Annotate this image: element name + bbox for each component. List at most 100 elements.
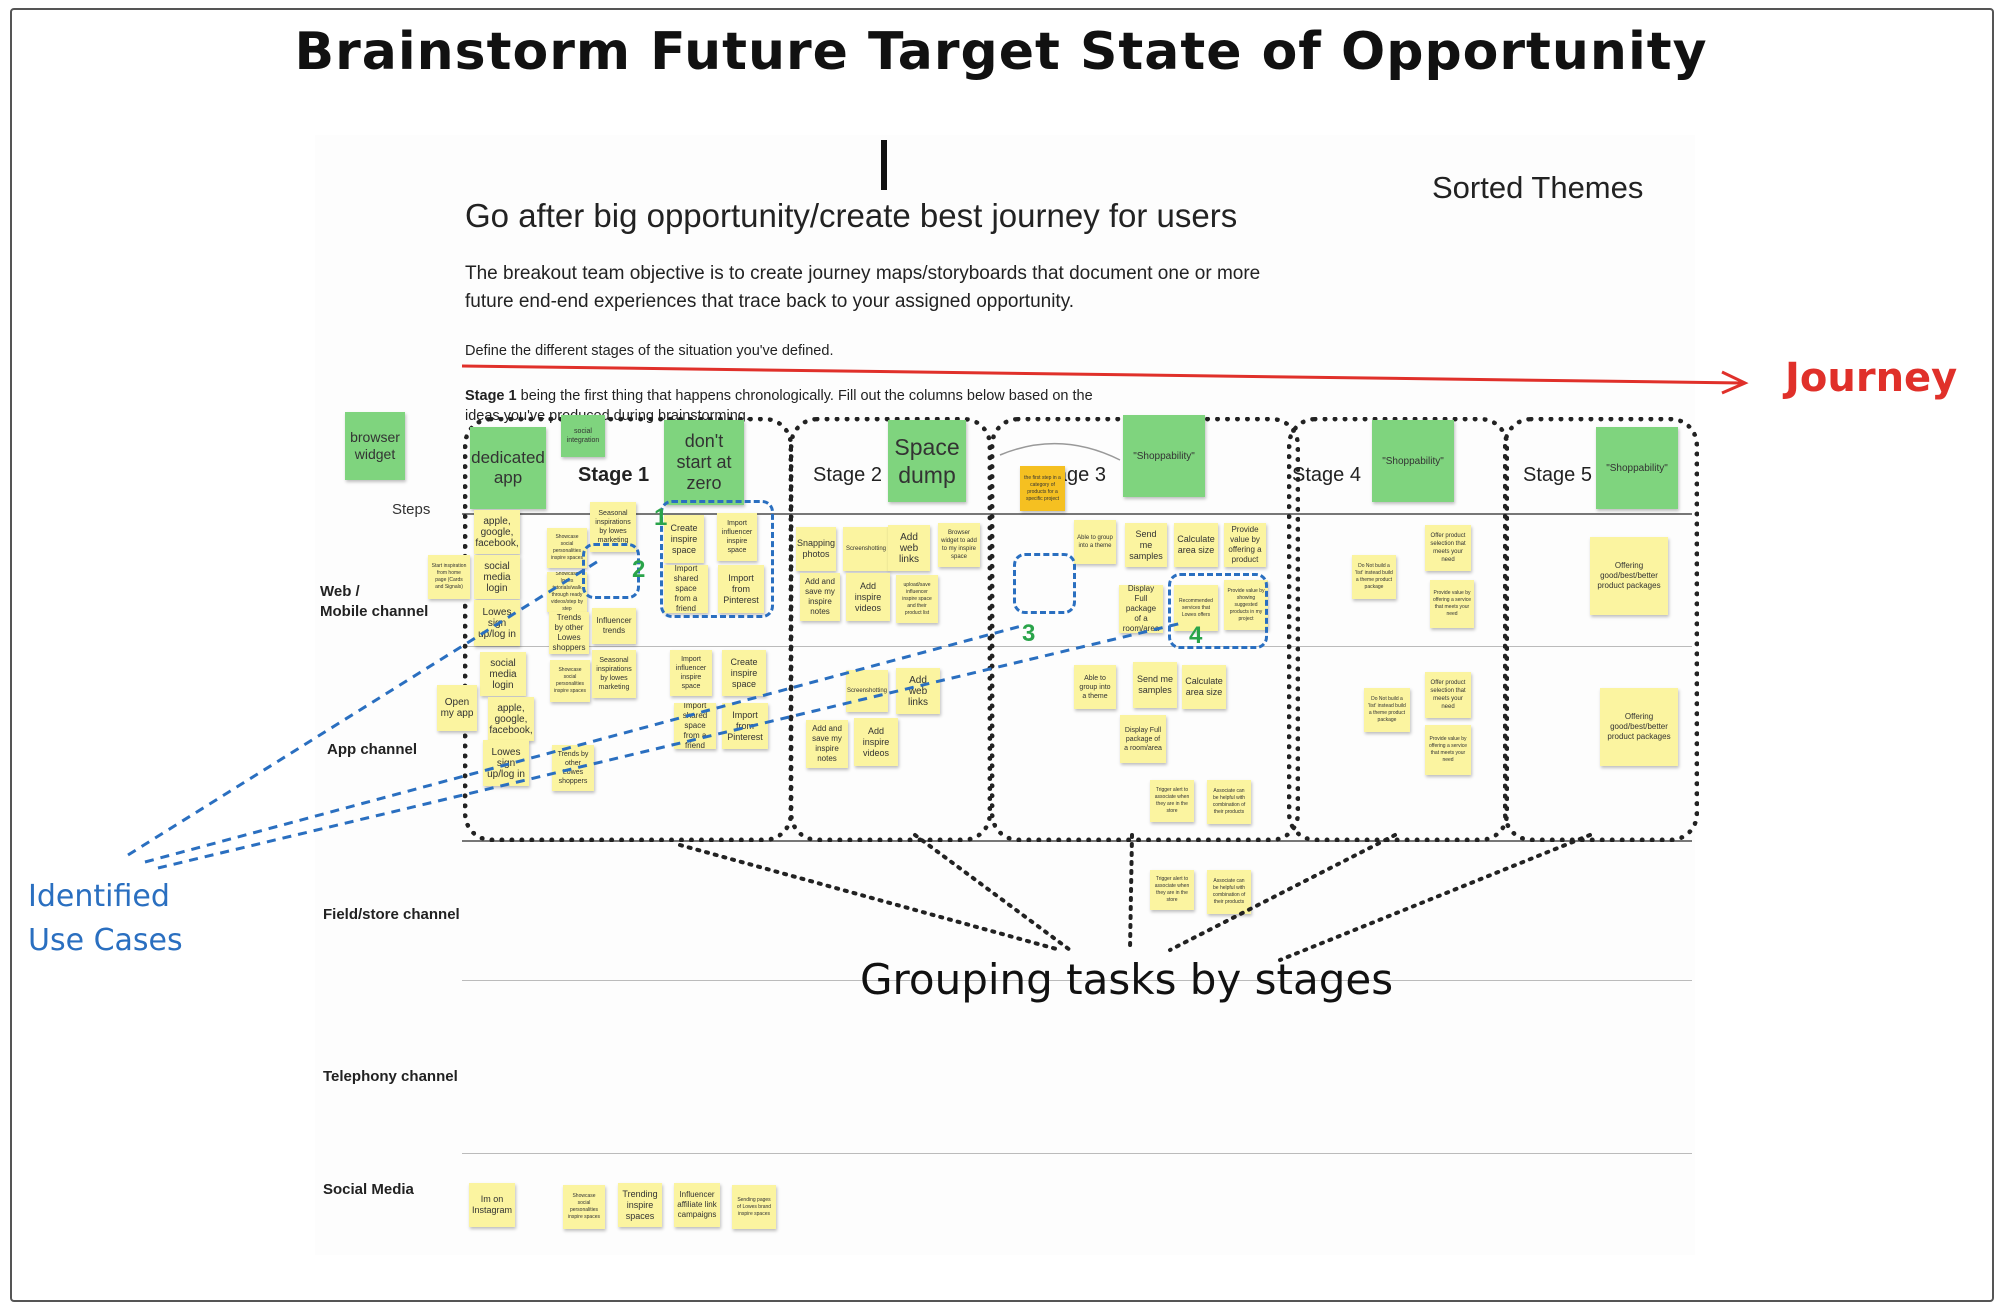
objective-text: The breakout team objective is to create… (465, 263, 1261, 312)
sticky-note[interactable]: Add and save my inspire notes (800, 573, 840, 621)
grouping-connector (1128, 833, 1134, 952)
sticky-note[interactable]: Add inspire videos (854, 718, 898, 766)
sticky-note[interactable]: "Shoppability" (1372, 420, 1454, 502)
sticky-note[interactable]: Recommended services that Lowes offers (1174, 585, 1218, 631)
row-label-field: Field/store channel (323, 906, 460, 923)
sticky-note[interactable]: Do Not build a 'list' instead build a th… (1364, 688, 1410, 732)
sticky-note[interactable]: Trigger alert to associate when they are… (1150, 780, 1194, 822)
sticky-note[interactable]: Add web links (888, 525, 930, 571)
sticky-note[interactable]: Space dump (888, 420, 966, 502)
sticky-note[interactable]: Able to group into a theme (1074, 665, 1116, 709)
sticky-note[interactable]: Import shared space from a friend (664, 565, 708, 613)
sticky-note[interactable]: Display Full package of a room/area (1119, 585, 1163, 633)
sticky-note[interactable]: Start inspiration from home page (Cards … (428, 555, 470, 599)
sticky-note[interactable]: Trending inspire spaces (618, 1183, 662, 1227)
sticky-note[interactable]: Provide value by offering a service that… (1430, 580, 1474, 628)
sticky-note[interactable]: Showcase social personalities inspire sp… (563, 1185, 605, 1229)
sticky-note[interactable]: Import from Pinterest (722, 703, 768, 749)
sticky-note[interactable]: dedicated app (470, 427, 546, 509)
sticky-note[interactable]: Offering good/best/better product packag… (1600, 688, 1678, 766)
sticky-note[interactable]: apple, google, facebook, (488, 697, 534, 741)
stage1-instruction-bold: Stage 1 (465, 388, 517, 404)
grouping-connector (913, 833, 1072, 952)
sticky-note[interactable]: Screenshotting (846, 670, 888, 712)
sticky-note[interactable]: Open my app (437, 685, 477, 731)
sticky-note[interactable]: Showcase social personalities inspire sp… (547, 528, 587, 568)
sticky-note[interactable]: Screenshotting (843, 527, 889, 571)
sticky-note[interactable]: Provide value by showing suggested produ… (1224, 580, 1268, 630)
sticky-note[interactable]: Im on Instagram (469, 1183, 515, 1227)
sticky-note[interactable]: Snapping photos (796, 527, 836, 571)
sticky-note[interactable]: browser widget (345, 412, 405, 480)
sticky-note[interactable]: Do Not build a 'list' instead build a th… (1352, 555, 1396, 599)
sticky-note[interactable]: Provide value by offering a service that… (1425, 725, 1471, 775)
sticky-note[interactable]: Add and save my inspire notes (806, 720, 848, 768)
sticky-note[interactable]: social media login (474, 555, 520, 599)
use-case-box-3[interactable] (1013, 553, 1076, 614)
sticky-note[interactable]: Send me samples (1125, 523, 1167, 567)
sticky-note[interactable]: Able to group into a theme (1074, 520, 1116, 564)
sticky-note[interactable]: Trends by other Lowes shoppers (552, 745, 594, 791)
row-label-app: App channel (327, 741, 418, 758)
sticky-note[interactable]: Associate can be helpful with combinatio… (1207, 780, 1251, 824)
sticky-note[interactable]: Import from Pinterest (718, 565, 764, 613)
identified-use-cases-annotation: Identified Use Cases (28, 879, 183, 958)
sticky-note[interactable]: Import influencer inspire space (717, 513, 757, 561)
grouping-annotation: Grouping tasks by stages (860, 955, 1394, 1004)
sticky-note[interactable]: Offering good/best/better product packag… (1590, 537, 1668, 615)
journey-annotation: Journey (1785, 355, 1958, 401)
connector-curve (999, 442, 1121, 461)
use-case-number-2: 2 (632, 556, 646, 583)
stage-2-label: Stage 2 (813, 464, 882, 486)
sticky-note[interactable]: Add web links (896, 668, 940, 714)
sticky-note[interactable]: Create inspire space (722, 650, 766, 696)
sticky-note[interactable]: Display Full package of a room/area (1120, 715, 1166, 763)
sticky-note[interactable]: Influencer trends (592, 608, 636, 644)
grouping-connector (678, 843, 1062, 952)
sticky-note[interactable]: Provide value by offering a product (1224, 523, 1266, 567)
row-divider (462, 513, 1692, 515)
row-label-telephony: Telephony channel (323, 1068, 458, 1085)
sticky-note[interactable]: Influencer affiliate link campaigns (674, 1183, 720, 1227)
sticky-note[interactable]: Offer product selection that meets your … (1425, 525, 1471, 571)
sticky-note[interactable]: Trigger alert to associate when they are… (1150, 870, 1194, 910)
sticky-note[interactable]: Browser widget to add to my inspire spac… (938, 523, 980, 567)
sticky-note[interactable]: Offer product selection that meets your … (1425, 672, 1471, 718)
sticky-note[interactable]: social integration (561, 415, 605, 457)
sticky-note[interactable]: Calculate area size (1174, 523, 1218, 567)
sticky-note[interactable]: the first step in a category of products… (1020, 466, 1065, 511)
use-case-box-4[interactable] (1168, 573, 1268, 649)
grouping-connector (1168, 833, 1397, 952)
sticky-note[interactable]: Add inspire videos (846, 573, 890, 621)
sticky-note[interactable]: Lowes sign up/log in (483, 740, 529, 786)
use-case-box-1[interactable] (660, 500, 774, 618)
sorted-themes-label: Sorted Themes (1432, 170, 1644, 205)
board-heading: Go after big opportunity/create best jou… (465, 197, 1238, 234)
sticky-note[interactable]: Import influencer inspire space (670, 650, 712, 696)
sticky-note[interactable]: social media login (480, 652, 526, 696)
sticky-note[interactable]: Showcase social personalities inspire sp… (550, 660, 590, 702)
define-stages-text: Define the different stages of the situa… (465, 343, 834, 359)
sticky-note[interactable]: upload/save influencer inspire space and… (896, 575, 938, 623)
use-case-number-4: 4 (1189, 622, 1203, 649)
stage-2-group[interactable] (789, 417, 992, 842)
sticky-note[interactable]: don't start at zero (664, 420, 744, 505)
grouping-connector (1278, 833, 1592, 962)
board-title: Brainstorm Future Target State of Opport… (294, 22, 1708, 82)
sticky-note[interactable]: Calculate area size (1182, 665, 1226, 709)
sticky-note[interactable]: Send me samples (1133, 662, 1177, 708)
sticky-note[interactable]: "Shoppability" (1596, 427, 1678, 509)
sticky-note[interactable]: Showcase lowes tutorials/walk through re… (547, 572, 587, 612)
sticky-note[interactable]: Associate can be helpful with combinatio… (1207, 870, 1251, 914)
row-divider (462, 980, 1692, 981)
sticky-note[interactable]: apple, google, facebook, (474, 510, 520, 554)
sticky-note[interactable]: Seasonal inspirations by lowes marketing (592, 650, 636, 698)
sticky-note[interactable]: Trends by other Lowes shoppers (549, 612, 589, 654)
sticky-note[interactable]: Sending pages of Lowes brand inspire spa… (732, 1185, 776, 1229)
row-divider (462, 646, 1692, 647)
use-case-connector (127, 558, 601, 857)
stage-5-group[interactable] (1503, 417, 1699, 842)
sticky-note[interactable]: Create inspire space (664, 515, 704, 563)
stage-1-label: Stage 1 (578, 464, 650, 486)
sticky-note[interactable]: "Shoppability" (1123, 415, 1205, 497)
